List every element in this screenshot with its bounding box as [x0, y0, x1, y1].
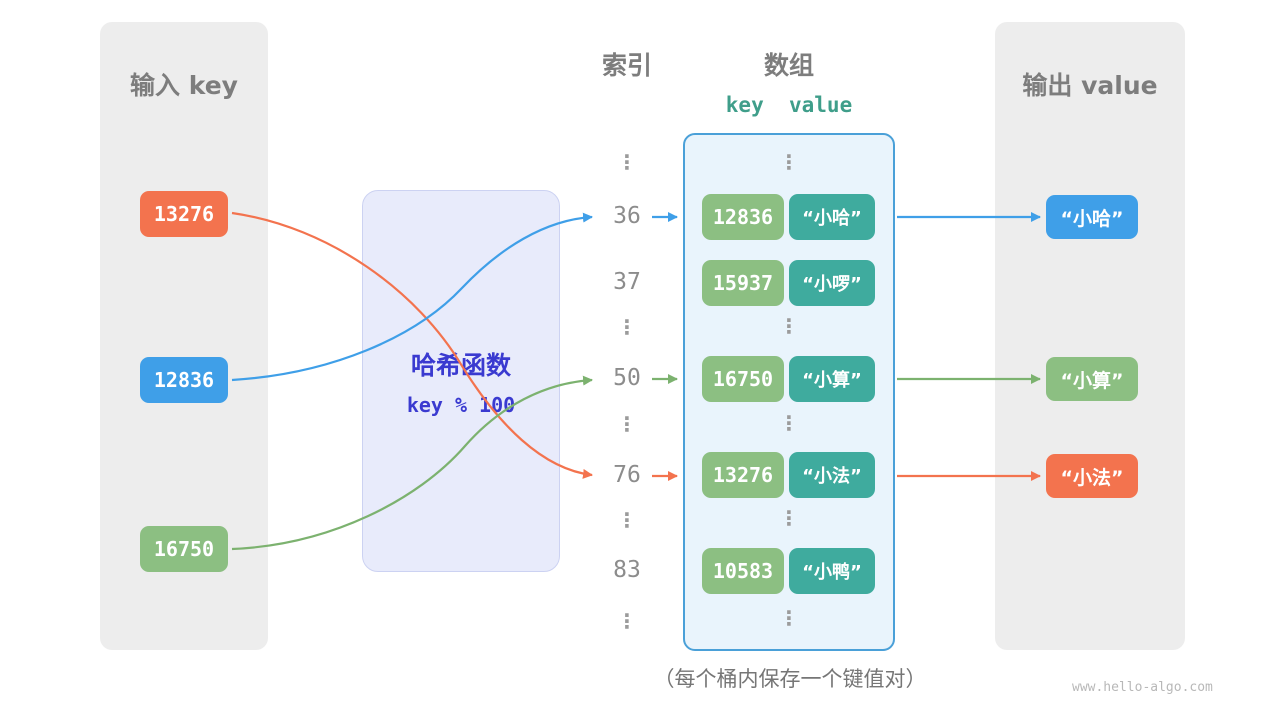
hash-bucket-array: ⋮ 12836 “小哈” 15937 “小啰” ⋮ 16750 “小算” ⋮ 1…: [683, 133, 895, 651]
array-ellipsis: ⋮: [779, 314, 799, 338]
pair-value: “小啰”: [789, 260, 875, 306]
pair-key: 16750: [702, 356, 784, 402]
index-ellipsis: ⋮: [617, 150, 637, 174]
output-value-xiaoha: “小哈”: [1046, 195, 1138, 239]
index-36: 36: [613, 203, 641, 229]
index-ellipsis: ⋮: [617, 412, 637, 436]
input-key-12836: 12836: [140, 357, 228, 403]
array-ellipsis: ⋮: [779, 506, 799, 530]
index-ellipsis: ⋮: [617, 508, 637, 532]
bucket-pair-83: 10583 “小鸭”: [702, 548, 875, 594]
pair-value: “小法”: [789, 452, 875, 498]
pair-key: 12836: [702, 194, 784, 240]
pair-key: 15937: [702, 260, 784, 306]
array-ellipsis: ⋮: [779, 411, 799, 435]
bucket-pair-36: 12836 “小哈”: [702, 194, 875, 240]
index-column-title: 索引: [601, 51, 652, 80]
hash-function-box: 哈希函数 key % 100: [362, 190, 560, 572]
input-key-title: 输入 key: [130, 71, 238, 100]
index-ellipsis: ⋮: [617, 315, 637, 339]
pair-key: 13276: [702, 452, 784, 498]
output-value-title: 输出 value: [1022, 71, 1158, 100]
input-key-13276: 13276: [140, 191, 228, 237]
hash-function-formula: key % 100: [406, 393, 516, 417]
pair-value: “小鸭”: [789, 548, 875, 594]
index-ellipsis: ⋮: [617, 609, 637, 633]
index-50: 50: [613, 365, 641, 391]
key-value-header: key value: [725, 93, 853, 117]
output-value-panel: 输出 value: [995, 22, 1185, 650]
bucket-pair-37: 15937 “小啰”: [702, 260, 875, 306]
hash-function-title: 哈希函数: [410, 351, 511, 380]
index-37: 37: [613, 269, 641, 295]
index-83: 83: [613, 557, 641, 583]
pair-value: “小哈”: [789, 194, 875, 240]
bucket-pair-76: 13276 “小法”: [702, 452, 875, 498]
array-ellipsis: ⋮: [779, 150, 799, 174]
figure-caption: （每个桶内保存一个键值对）: [653, 667, 927, 691]
index-76: 76: [613, 462, 641, 488]
array-column-title: 数组: [763, 51, 814, 80]
pair-value: “小算”: [789, 356, 875, 402]
bucket-pair-50: 16750 “小算”: [702, 356, 875, 402]
output-value-xiaofa: “小法”: [1046, 454, 1138, 498]
input-key-16750: 16750: [140, 526, 228, 572]
pair-key: 10583: [702, 548, 784, 594]
array-ellipsis: ⋮: [779, 606, 799, 630]
output-value-xiaosuan: “小算”: [1046, 357, 1138, 401]
watermark: www.hello-algo.com: [1072, 680, 1213, 695]
